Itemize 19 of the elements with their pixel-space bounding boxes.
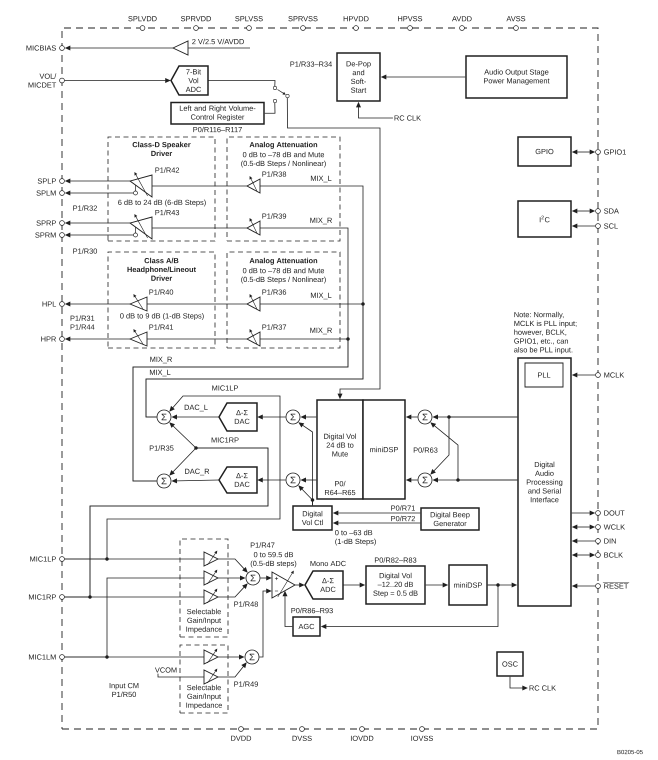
summing-junction: Σ xyxy=(246,570,260,586)
connector-line xyxy=(132,338,348,482)
connector-line xyxy=(264,102,276,114)
connector-line xyxy=(64,596,204,598)
summing-junction: Σ xyxy=(286,410,300,424)
summing-junction: Σ xyxy=(418,472,432,488)
switch-symbol xyxy=(273,86,290,103)
summing-junction: Σ xyxy=(418,410,432,424)
connector-line xyxy=(146,304,364,418)
connector-line xyxy=(64,558,204,560)
connector-line xyxy=(208,80,276,86)
connector-line xyxy=(158,673,204,678)
chip-outline xyxy=(62,28,598,730)
summing-junction: Σ xyxy=(244,650,260,664)
summing-junction: Σ xyxy=(286,472,300,488)
connector-line xyxy=(146,338,248,340)
summing-junction: Σ xyxy=(156,410,172,424)
summing-junction: Σ xyxy=(156,474,172,488)
connector-line xyxy=(64,656,204,658)
